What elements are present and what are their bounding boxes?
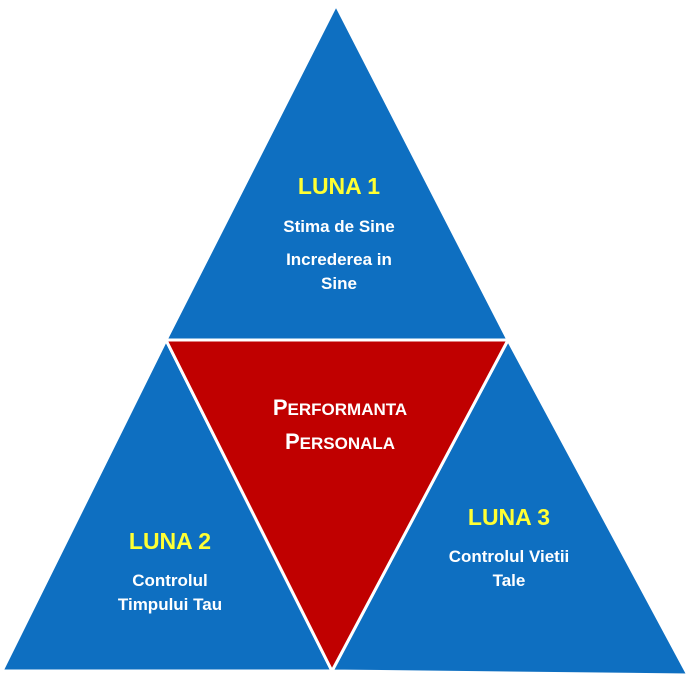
luna-1-label: LUNA 1 — [298, 173, 380, 199]
luna-2-topic-line-2: Timpului Tau — [118, 595, 222, 614]
center-title-line-2: PERSONALA — [285, 429, 395, 454]
luna-3-topic-line-1: Controlul Vietii — [449, 547, 570, 566]
luna-1-topic-2-line-1: Increderea in — [286, 250, 392, 269]
center-title-line-2-rest: ERSONALA — [300, 434, 395, 453]
luna-1-topic-1: Stima de Sine — [283, 217, 394, 236]
triangle-center — [164, 338, 510, 673]
luna-3-label: LUNA 3 — [468, 504, 550, 530]
center-title-line-1: PERFORMANTA — [273, 395, 407, 420]
center-title-line-2-initial: P — [285, 429, 300, 454]
center-title-line-1-initial: P — [273, 395, 288, 420]
luna-2-label: LUNA 2 — [129, 528, 211, 554]
center-title-line-1-rest: ERFORMANTA — [288, 400, 408, 419]
luna-1-topic-2-line-2: Sine — [321, 274, 357, 293]
luna-3-topic-line-2: Tale — [493, 571, 526, 590]
luna-2-topic-line-1: Controlul — [132, 571, 208, 590]
